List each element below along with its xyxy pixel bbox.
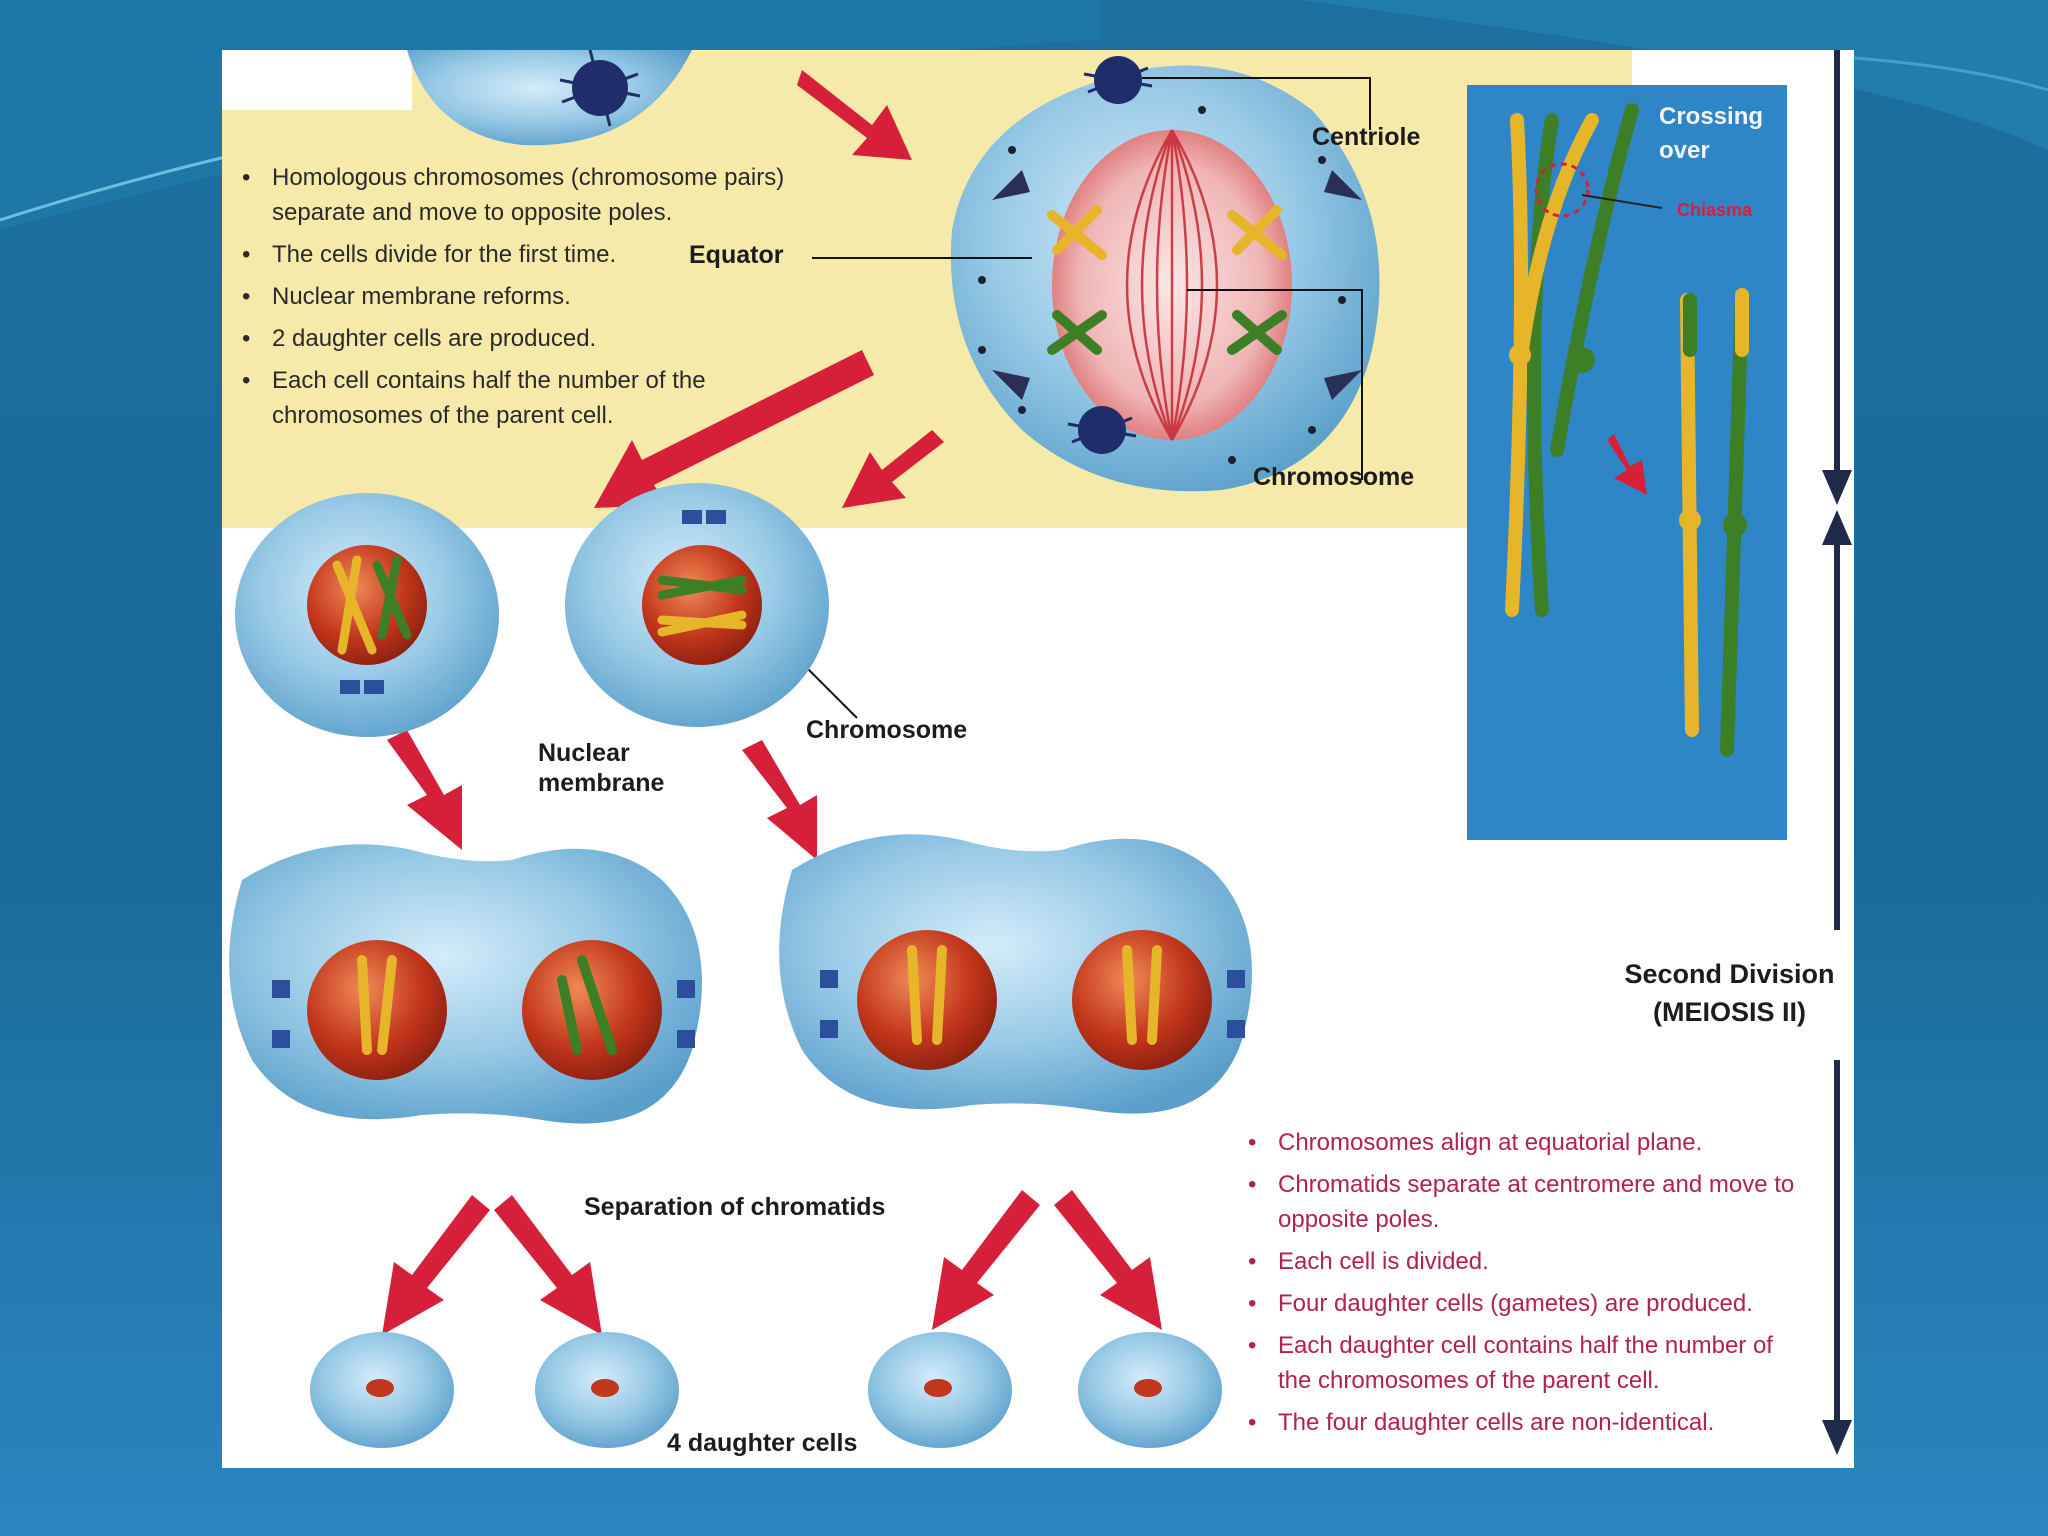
meiosis1-point: Homologous chromosomes (chromosome pairs… xyxy=(236,160,786,230)
equator-label: Equator xyxy=(689,241,784,269)
centriole-icon xyxy=(1067,406,1137,454)
chromosome-pair-icon xyxy=(1047,205,1287,355)
gamete-cell xyxy=(310,1332,454,1448)
arrow-icons xyxy=(382,70,1162,1335)
daughter-cells-label: 4 daughter cells xyxy=(667,1429,858,1457)
meiosis2-point: Four daughter cells (gametes) are produc… xyxy=(1242,1286,1802,1321)
centriole-icon xyxy=(559,50,641,127)
dividing-cell-left xyxy=(229,844,702,1124)
meiosis1-point: 2 daughter cells are produced. xyxy=(236,321,786,356)
dividing-cell-right xyxy=(779,834,1252,1114)
meiosis1-point: Nuclear membrane reforms. xyxy=(236,279,786,314)
meiosis2-point: The four daughter cells are non-identica… xyxy=(1242,1405,1802,1440)
daughter-cell-1 xyxy=(235,493,499,737)
meiosis1-point: Each cell contains half the number of th… xyxy=(236,363,722,433)
gamete-cell xyxy=(535,1332,679,1448)
chromosome-label-mid: Chromosome xyxy=(806,716,968,744)
gamete-cell xyxy=(1078,1332,1222,1448)
meiosis2-point: Each daughter cell contains half the num… xyxy=(1242,1328,1802,1398)
chiasma-label: Chiasma xyxy=(1677,200,1753,220)
centriole-label: Centriole xyxy=(1312,123,1421,151)
chiasma-marker xyxy=(1534,162,1590,218)
gamete-cell xyxy=(868,1332,1012,1448)
crossing-over-label: Crossing over xyxy=(1659,103,1764,164)
meiosis1-point: The cells divide for the first time. xyxy=(236,237,786,272)
daughter-cell-2 xyxy=(565,483,829,727)
meiosis2-point: Each cell is divided. xyxy=(1242,1244,1802,1279)
meiosis2-point: Chromatids separate at centromere and mo… xyxy=(1242,1167,1802,1237)
meiosis2-point: Chromosomes align at equatorial plane. xyxy=(1242,1125,1802,1160)
separation-label: Separation of chromatids xyxy=(584,1193,886,1221)
meiosis-diagram: Homologous chromosomes (chromosome pairs… xyxy=(222,50,1854,1468)
meiosis-timeline xyxy=(1822,50,1852,1455)
crossing-over-inset xyxy=(1467,85,1787,840)
nuclear-membrane-label: Nuclear membrane xyxy=(538,739,665,797)
second-division-label: Second Division (MEIOSIS II) xyxy=(1624,959,1835,1027)
chromosome-label-top: Chromosome xyxy=(1253,463,1415,491)
anaphase1-cell xyxy=(950,56,1380,492)
meiosis1-description: Homologous chromosomes (chromosome pairs… xyxy=(236,160,786,440)
meiosis2-description: Chromosomes align at equatorial plane. C… xyxy=(1242,1125,1802,1447)
centriole-icon xyxy=(1083,56,1153,104)
